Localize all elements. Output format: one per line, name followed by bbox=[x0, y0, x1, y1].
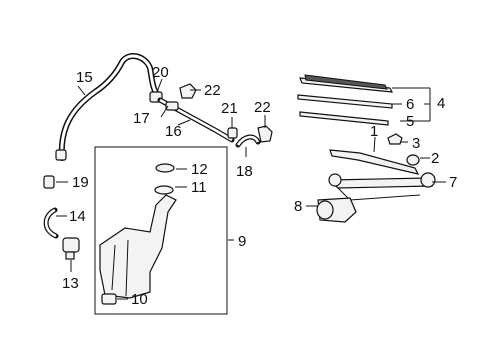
callout-5: 5 bbox=[406, 113, 414, 130]
callout-numbers: 1 2 3 4 5 6 7 8 9 10 11 12 13 14 15 16 1… bbox=[62, 64, 457, 308]
callout-21: 21 bbox=[221, 100, 238, 117]
callout-13: 13 bbox=[62, 275, 79, 292]
wiper-blades bbox=[297, 74, 394, 126]
callout-9: 9 bbox=[238, 233, 246, 250]
wiper-arm-assembly bbox=[329, 133, 420, 175]
callout-6: 6 bbox=[406, 96, 414, 113]
callout-16: 16 bbox=[165, 123, 182, 140]
callout-8: 8 bbox=[294, 198, 302, 215]
callout-19: 19 bbox=[72, 174, 89, 191]
leader-lines bbox=[56, 78, 446, 300]
callout-12: 12 bbox=[191, 161, 208, 178]
callout-22-upper: 22 bbox=[204, 82, 221, 99]
reservoir-group-box bbox=[94, 146, 228, 315]
callout-15: 15 bbox=[76, 69, 93, 86]
callout-1: 1 bbox=[370, 123, 378, 140]
washer-reservoir bbox=[99, 163, 177, 305]
callout-17: 17 bbox=[133, 110, 150, 127]
callout-14: 14 bbox=[69, 208, 86, 225]
callout-20: 20 bbox=[152, 64, 169, 81]
callout-2: 2 bbox=[431, 150, 439, 167]
callout-10: 10 bbox=[131, 291, 148, 308]
callout-7: 7 bbox=[449, 174, 457, 191]
wiper-linkage-and-motor bbox=[316, 172, 436, 223]
washer-hose-assembly bbox=[55, 53, 273, 161]
callout-4: 4 bbox=[437, 95, 445, 112]
callout-11: 11 bbox=[191, 179, 207, 196]
washer-pump-assembly bbox=[43, 175, 80, 260]
callout-18: 18 bbox=[236, 163, 253, 180]
callout-22-right: 22 bbox=[254, 99, 271, 116]
callout-3: 3 bbox=[412, 135, 420, 152]
